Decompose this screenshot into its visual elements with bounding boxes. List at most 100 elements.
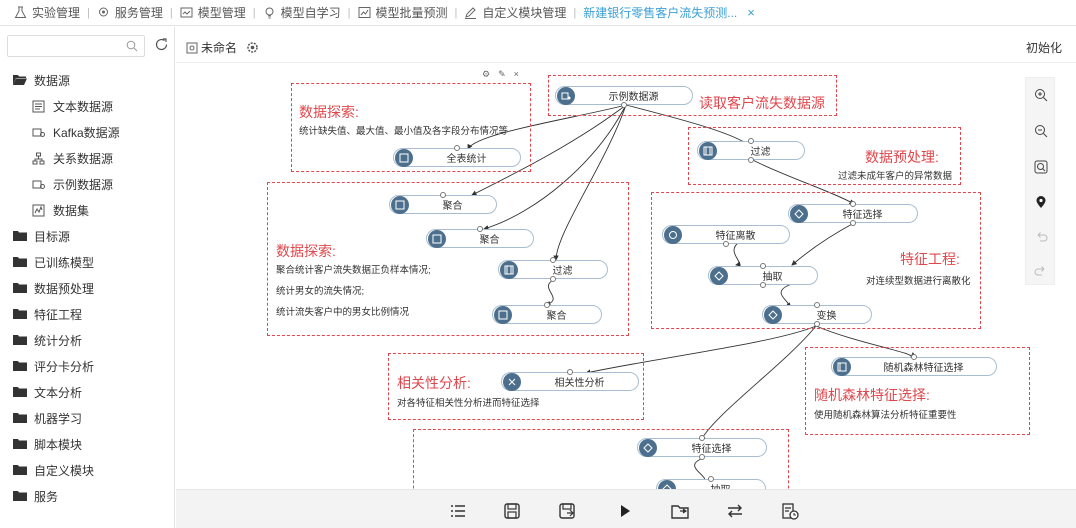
settings-icon[interactable] <box>246 41 259 54</box>
input-port[interactable] <box>911 354 917 360</box>
search-icon[interactable] <box>126 40 138 52</box>
input-port[interactable] <box>850 201 856 207</box>
node-feature-select-1[interactable]: 特征选择 <box>788 201 918 226</box>
tree-folder-feature-eng[interactable]: 特征工程 <box>0 301 175 327</box>
output-port[interactable] <box>550 276 556 282</box>
group-title: 数据预处理: <box>865 149 939 165</box>
node-correlation[interactable]: 相关性分析 <box>501 369 639 391</box>
zoom-in-icon[interactable] <box>1034 88 1048 102</box>
tree-item-kafka-datasource[interactable]: Kafka数据源 <box>0 119 175 145</box>
node-sample-datasource[interactable]: 示例数据源 <box>555 86 693 108</box>
list-icon[interactable] <box>448 501 468 521</box>
zoom-panel <box>1025 77 1055 285</box>
output-port[interactable] <box>723 241 729 247</box>
zoom-out-icon[interactable] <box>1034 124 1048 138</box>
output-port[interactable] <box>621 102 627 108</box>
input-port[interactable] <box>760 263 766 269</box>
filter-icon <box>699 141 717 160</box>
node-extract-2[interactable]: 抽取 <box>656 476 766 489</box>
nav-service[interactable]: 服务管理 <box>97 4 163 21</box>
node-label: 相关性分析 <box>554 378 605 389</box>
tree-item-relational-datasource[interactable]: 关系数据源 <box>0 145 175 171</box>
output-port[interactable] <box>748 157 754 163</box>
tree-label: 已训练模型 <box>34 255 95 270</box>
input-port[interactable] <box>454 145 460 151</box>
output-port[interactable] <box>850 220 856 226</box>
group-correlation <box>388 353 644 420</box>
input-port[interactable] <box>550 257 556 263</box>
tree-item-dataset[interactable]: 数据集 <box>0 197 175 223</box>
nav-custommodule[interactable]: 自定义模块管理 <box>464 4 566 21</box>
input-port[interactable] <box>544 302 550 308</box>
tree-folder-scorecard[interactable]: 评分卡分析 <box>0 353 175 379</box>
refresh-icon[interactable] <box>154 37 169 52</box>
node-transform[interactable]: 变换 <box>762 302 872 327</box>
node-aggregate-1[interactable]: 聚合 <box>389 192 497 214</box>
tree-folder-preprocess[interactable]: 数据预处理 <box>0 275 175 301</box>
save-icon[interactable] <box>502 501 522 521</box>
tree-folder-custom[interactable]: 自定义模块 <box>0 457 175 483</box>
group-desc: 使用随机森林算法分析特征重要性 <box>814 410 957 421</box>
tree-item-text-datasource[interactable]: 文本数据源 <box>0 93 175 119</box>
tree-folder-service[interactable]: 服务 <box>0 483 175 509</box>
search-box <box>7 35 145 57</box>
schedule-icon[interactable] <box>780 501 800 521</box>
input-port[interactable] <box>708 476 714 482</box>
dataset-icon <box>32 204 45 216</box>
node-aggregate-2[interactable]: 聚合 <box>426 226 534 248</box>
tab-active-experiment[interactable]: 新建银行零售客户流失预测... <box>583 4 737 21</box>
nav-batchpredict[interactable]: 模型批量预测 <box>358 4 448 21</box>
tree-folder-target[interactable]: 目标源 <box>0 223 175 249</box>
input-port[interactable] <box>567 369 573 375</box>
workflow-canvas[interactable]: ⚙ ✎ × 数据探索: 统计缺失值、最大值、最小值及各字段分布情况等 读取客户流… <box>176 63 1076 489</box>
gear-icon[interactable]: ⚙ <box>482 69 491 79</box>
input-port[interactable] <box>440 192 446 198</box>
tree-label: 脚本模块 <box>34 437 83 452</box>
run-icon[interactable] <box>615 501 635 521</box>
nav-experiment[interactable]: 实验管理 <box>14 4 80 21</box>
input-port[interactable] <box>748 138 754 144</box>
initialize-button[interactable]: 初始化 <box>1025 41 1062 55</box>
locate-icon[interactable] <box>1034 195 1048 209</box>
search-input[interactable] <box>8 36 118 56</box>
tree-folder-script[interactable]: 脚本模块 <box>0 431 175 457</box>
output-port[interactable] <box>760 282 766 288</box>
top-nav: 实验管理 | 服务管理 | 模型管理 | 模型自学习 | 模型批量预测 | 自定… <box>0 0 1076 26</box>
node-discretize[interactable]: 特征离散 <box>662 225 790 247</box>
edit-icon[interactable]: ✎ <box>498 69 506 79</box>
fit-icon[interactable] <box>1034 160 1048 174</box>
nav-model[interactable]: 模型管理 <box>180 4 246 21</box>
datasource-icon <box>557 86 575 105</box>
close-icon[interactable]: × <box>513 69 519 79</box>
node-filter-2[interactable]: 过滤 <box>498 257 608 282</box>
node-feature-select-2[interactable]: 特征选择 <box>637 435 767 460</box>
output-port[interactable] <box>814 321 820 327</box>
group-title: 相关性分析: <box>397 375 471 391</box>
input-port[interactable] <box>814 302 820 308</box>
switch-icon[interactable] <box>725 501 745 521</box>
output-port[interactable] <box>699 454 705 460</box>
experiment-name[interactable]: 未命名 <box>186 39 259 56</box>
node-filter-1[interactable]: 过滤 <box>697 138 805 163</box>
tree-label: Kafka数据源 <box>53 125 120 140</box>
node-random-forest[interactable]: 随机森林特征选择 <box>831 354 997 376</box>
save-as-icon[interactable] <box>557 501 577 521</box>
node-extract-1[interactable]: 抽取 <box>708 263 818 288</box>
tree-item-sample-datasource[interactable]: 示例数据源 <box>0 171 175 197</box>
import-icon[interactable] <box>670 501 690 521</box>
tree-label: 目标源 <box>34 229 71 244</box>
tree-folder-ml[interactable]: 机器学习 <box>0 405 175 431</box>
redo-icon[interactable] <box>1034 264 1048 278</box>
tab-close-icon[interactable]: × <box>747 5 755 20</box>
node-full-stat[interactable]: 全表统计 <box>393 145 521 167</box>
tree-folder-text-analysis[interactable]: 文本分析 <box>0 379 175 405</box>
group-title: 读取客户流失数据源 <box>699 95 825 111</box>
input-port[interactable] <box>699 435 705 441</box>
node-aggregate-3[interactable]: 聚合 <box>492 302 602 324</box>
tree-folder-trained-models[interactable]: 已训练模型 <box>0 249 175 275</box>
undo-icon[interactable] <box>1034 230 1048 244</box>
nav-selflearn[interactable]: 模型自学习 <box>263 4 341 21</box>
tree-folder-statistics[interactable]: 统计分析 <box>0 327 175 353</box>
tree-folder-datasource[interactable]: 数据源 <box>0 67 175 93</box>
input-port[interactable] <box>477 226 483 232</box>
